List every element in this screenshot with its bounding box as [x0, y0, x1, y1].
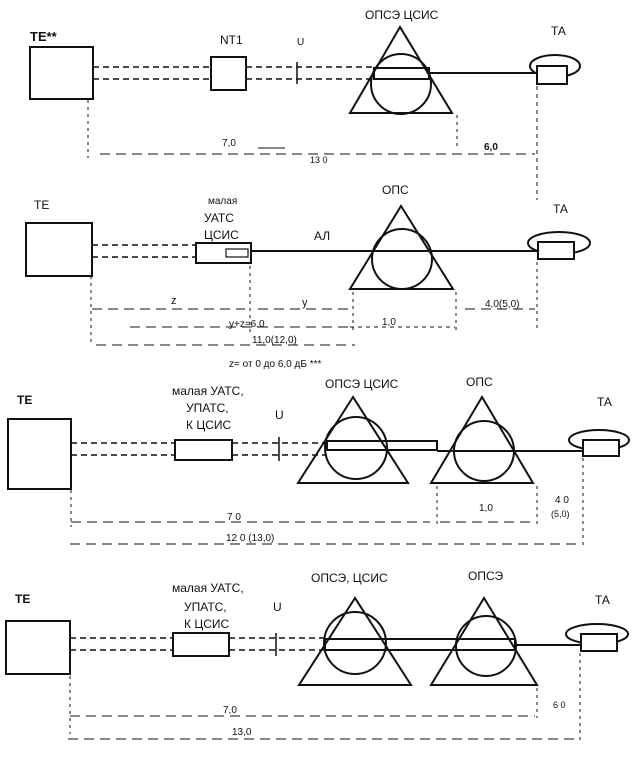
y-label: y [302, 297, 308, 309]
pbx-box [195, 242, 252, 264]
loss-13-label: 13,0 [232, 727, 252, 738]
diagram-1 [29, 25, 581, 200]
loss-6-label: 6,0 [484, 142, 498, 153]
yz-label: y+z=6,0 [229, 319, 265, 330]
pbx-label-line2: УПАТС, [184, 600, 227, 614]
exchange-circle [323, 611, 387, 675]
ta-label: ТА [595, 593, 610, 607]
u-label: U [273, 600, 282, 614]
exchange-label: ОПС [382, 183, 409, 197]
loss-12-label: 12 0 (13,0) [226, 533, 274, 544]
exchange-label: ОПСЭ ЦСИС [365, 8, 439, 22]
exchange-circle [324, 416, 388, 480]
u-label: U [297, 37, 304, 48]
terminal-equipment-box [7, 418, 72, 490]
ta-label: ТА [597, 395, 612, 409]
ta-label: ТА [551, 24, 566, 38]
te-label: ТЕ [34, 198, 49, 212]
te-label: ТЕ [15, 592, 30, 606]
pbx-box [172, 632, 230, 657]
loss-11-label: 11,0(12,0) [252, 335, 297, 346]
z-label: z [171, 295, 177, 307]
u-label: U [275, 408, 284, 422]
exchange-label: ОПСЭ ЦСИС [325, 377, 399, 391]
exchange2-circle [455, 615, 517, 677]
nt1-box [210, 56, 247, 91]
exchange-label: ОПСЭ, ЦСИС [311, 571, 388, 585]
subscriber-line-label: АЛ [314, 229, 330, 243]
pbx-label-line1: малая [208, 196, 237, 207]
terminal-equipment-box [29, 46, 94, 100]
loss-5-label: (5,0) [551, 509, 570, 519]
nt1-label: NT1 [220, 33, 243, 47]
terminal-equipment-box [5, 620, 71, 675]
telephone-set [582, 439, 620, 457]
telephone-set [536, 65, 568, 85]
loss-13-label: 13 0 [310, 155, 328, 165]
te-label: TE** [30, 29, 58, 44]
te-label: ТЕ [17, 393, 32, 407]
pbx-box [174, 439, 233, 461]
loss-6-label: 6 0 [553, 700, 566, 710]
exchange2-triangle [429, 395, 535, 484]
loss-7-label: 7,0 [222, 138, 236, 149]
exchange-triangle [297, 596, 413, 686]
loss-7-label: 7 0 [227, 512, 241, 523]
telephone-set [580, 633, 618, 652]
terminal-equipment-box [25, 222, 93, 277]
exchange2-label: ОПСЭ [468, 569, 503, 583]
diagram-4 [5, 596, 629, 742]
diagram-2 [25, 204, 591, 346]
loss-4-label: 4 0 [555, 495, 569, 506]
telephone-set [537, 241, 575, 260]
ta-label: ТА [553, 202, 568, 216]
exchange-circle [371, 228, 433, 290]
pbx-label-line2: УПАТС, [186, 401, 229, 415]
pbx-label-line3: ЦСИС [204, 228, 239, 242]
exchange-circle [370, 53, 432, 115]
pbx-label-line3: К ЦСИС [184, 617, 229, 631]
pbx-label-line1: малая УАТС, [172, 581, 244, 595]
loss-7-label: 7,0 [223, 705, 237, 716]
diagram-3 [7, 395, 630, 547]
exchange-triangle [348, 204, 455, 290]
exchange2-label: ОПС [466, 375, 493, 389]
pbx-label-line3: К ЦСИС [186, 418, 231, 432]
exchange2-triangle [429, 596, 539, 686]
pbx-label-line2: УАТС [204, 211, 234, 225]
loss-4-label: 4,0(5,0) [485, 299, 519, 310]
loss-1-label: 1,0 [382, 317, 396, 328]
loss-1-label: 1,0 [479, 503, 493, 514]
z-range-note: z= от 0 до 6,0 дБ *** [229, 359, 321, 370]
exchange-triangle [348, 25, 454, 114]
pbx-label-line1: малая УАТС, [172, 384, 244, 398]
